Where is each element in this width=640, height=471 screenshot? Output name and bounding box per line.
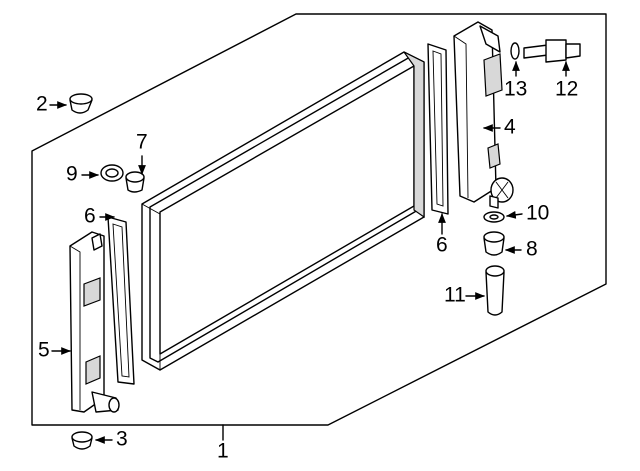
leader-lines [49, 61, 570, 444]
callout-6-right: 6 [436, 234, 448, 257]
assembly-outline [31, 13, 607, 426]
o-ring [510, 42, 520, 60]
gasket [483, 211, 505, 223]
callout-2: 2 [36, 93, 48, 116]
callout-12: 12 [555, 78, 578, 101]
callout-5: 5 [38, 339, 50, 362]
cushion-lower [71, 431, 93, 450]
temperature-sensor [523, 39, 581, 63]
radiator-core [141, 51, 425, 371]
callout-13: 13 [504, 78, 527, 101]
callout-1: 1 [217, 440, 229, 463]
left-tank [69, 231, 120, 413]
callout-3: 3 [116, 428, 128, 451]
cushion-upper [69, 93, 93, 114]
tube-cap [485, 265, 505, 316]
callout-9: 9 [66, 163, 78, 186]
callout-4: 4 [504, 116, 516, 139]
drain-plug [125, 171, 145, 193]
callout-8: 8 [526, 238, 538, 261]
right-tank [453, 21, 514, 209]
washer [100, 164, 124, 182]
callout-11: 11 [444, 284, 466, 307]
drain-cock [483, 231, 505, 256]
callout-6-left: 6 [84, 205, 96, 228]
callout-7: 7 [136, 131, 148, 154]
callout-10: 10 [526, 202, 549, 225]
right-seal [427, 43, 449, 215]
